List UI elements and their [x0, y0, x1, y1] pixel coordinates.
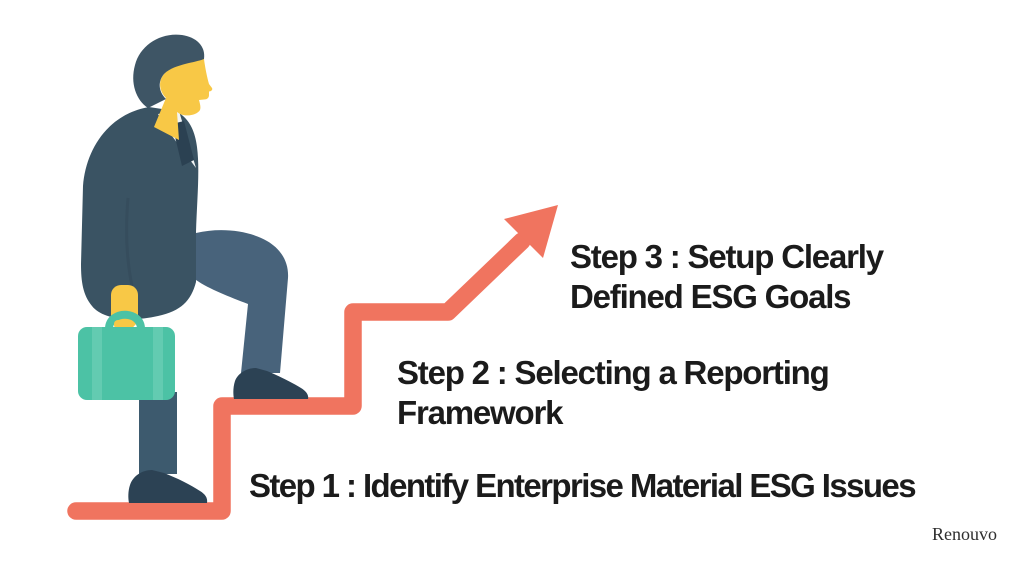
step-3-line-2: Defined ESG Goals: [570, 278, 852, 315]
jacket: [81, 107, 199, 320]
step-1-label: Step 1 : Identify Enterprise Material ES…: [249, 466, 917, 506]
briefcase-stripe-left: [92, 327, 102, 400]
briefcase: [78, 327, 175, 400]
businessman-climbing-stairs-icon: [78, 34, 309, 503]
step-2-label: Step 2 : Selecting a Reporting Framework: [397, 353, 830, 433]
sleeve-seam: [125, 197, 134, 287]
step-1-line-1: Step 1 : Identify Enterprise Material ES…: [249, 467, 917, 504]
step-3-line-1: Step 3 : Setup Clearly: [570, 238, 884, 275]
raised-shoe: [233, 368, 309, 399]
face: [154, 59, 213, 140]
standing-shoe: [128, 470, 208, 503]
briefcase-handle: [105, 310, 145, 333]
step-3-label: Step 3 : Setup Clearly Defined ESG Goals: [570, 237, 884, 317]
briefcase-stripe-right: [153, 327, 163, 400]
fingers: [114, 320, 134, 329]
standing-leg: [139, 392, 177, 474]
arrowhead: [504, 205, 558, 258]
ascending-staircase-arrow-icon: [67, 205, 558, 520]
brand-watermark: Renouvo: [932, 524, 997, 544]
raised-leg: [196, 230, 289, 373]
staircase-line: [67, 232, 531, 520]
step-2-line-1: Step 2 : Selecting a Reporting: [397, 354, 830, 391]
step-2-line-2: Framework: [397, 394, 563, 431]
hair: [133, 34, 205, 108]
